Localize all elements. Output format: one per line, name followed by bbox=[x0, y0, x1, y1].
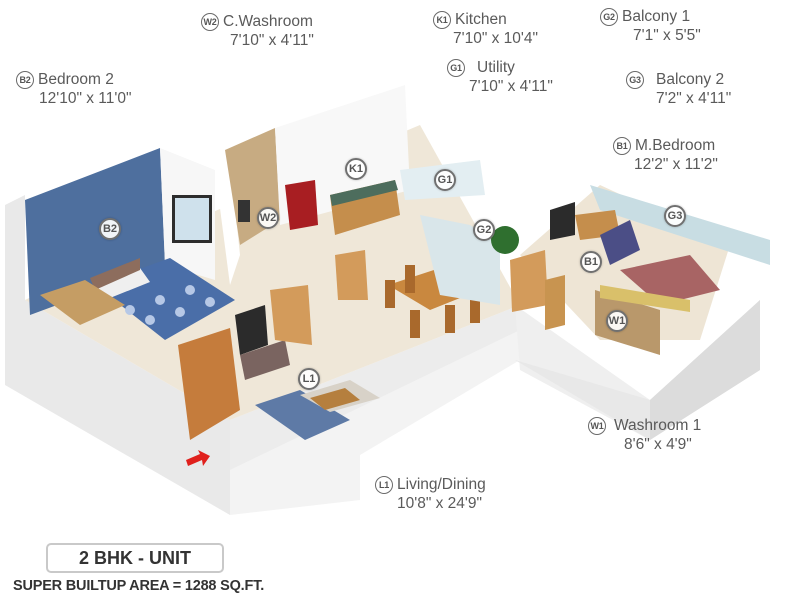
room-dimensions: 12'2" x 11'2" bbox=[634, 156, 718, 173]
room-code-badge: K1 bbox=[433, 11, 451, 29]
room-dimensions: 8'6" x 4'9" bbox=[624, 436, 692, 453]
room-name: M.Bedroom bbox=[635, 137, 716, 155]
room-dimensions: 7'1" x 5'5" bbox=[633, 27, 701, 44]
marker-l1: L1 bbox=[298, 368, 320, 390]
room-name: Balcony 2 bbox=[656, 71, 725, 89]
room-code-badge: W1 bbox=[588, 417, 606, 435]
room-code-badge: B1 bbox=[613, 137, 631, 155]
super-builtup-area: SUPER BUILTUP AREA = 1288 SQ.FT. bbox=[13, 578, 265, 594]
unit-type-box: 2 BHK - UNIT bbox=[46, 543, 224, 573]
marker-g3: G3 bbox=[664, 205, 686, 227]
room-name: C.Washroom bbox=[223, 13, 313, 31]
room-name: Balcony 1 bbox=[622, 8, 691, 26]
room-label-washroom-1: W1 Washroom 1 8'6" x 4'9" bbox=[588, 417, 701, 453]
marker-w1: W1 bbox=[606, 310, 628, 332]
room-dimensions: 12'10" x 11'0" bbox=[39, 90, 132, 107]
marker-k1: K1 bbox=[345, 158, 367, 180]
marker-b1: B1 bbox=[580, 251, 602, 273]
marker-g1: G1 bbox=[434, 169, 456, 191]
room-label-utility: G1 Utility 7'10" x 4'11" bbox=[447, 59, 553, 95]
room-code-badge: G1 bbox=[447, 59, 465, 77]
room-code-badge: L1 bbox=[375, 476, 393, 494]
room-code-badge: B2 bbox=[16, 71, 34, 89]
room-code-badge: G3 bbox=[626, 71, 644, 89]
room-name: Utility bbox=[477, 59, 515, 77]
room-code-badge: G2 bbox=[600, 8, 618, 26]
marker-g2: G2 bbox=[473, 219, 495, 241]
room-name: Living/Dining bbox=[397, 476, 486, 494]
room-label-balcony-2: G3 Balcony 2 7'2" x 4'11" bbox=[626, 71, 731, 107]
unit-type: 2 BHK - UNIT bbox=[79, 547, 191, 568]
room-dimensions: 7'10" x 4'11" bbox=[469, 78, 553, 95]
room-dimensions: 10'8" x 24'9" bbox=[397, 495, 483, 512]
room-dimensions: 7'10" x 4'11" bbox=[230, 32, 314, 49]
marker-b2: B2 bbox=[99, 218, 121, 240]
room-dimensions: 7'10" x 10'4" bbox=[453, 30, 539, 47]
room-dimensions: 7'2" x 4'11" bbox=[656, 90, 732, 107]
room-name: Bedroom 2 bbox=[38, 71, 114, 89]
room-code-badge: W2 bbox=[201, 13, 219, 31]
room-name: Kitchen bbox=[455, 11, 507, 29]
room-name: Washroom 1 bbox=[614, 417, 702, 435]
marker-w2: W2 bbox=[257, 207, 279, 229]
